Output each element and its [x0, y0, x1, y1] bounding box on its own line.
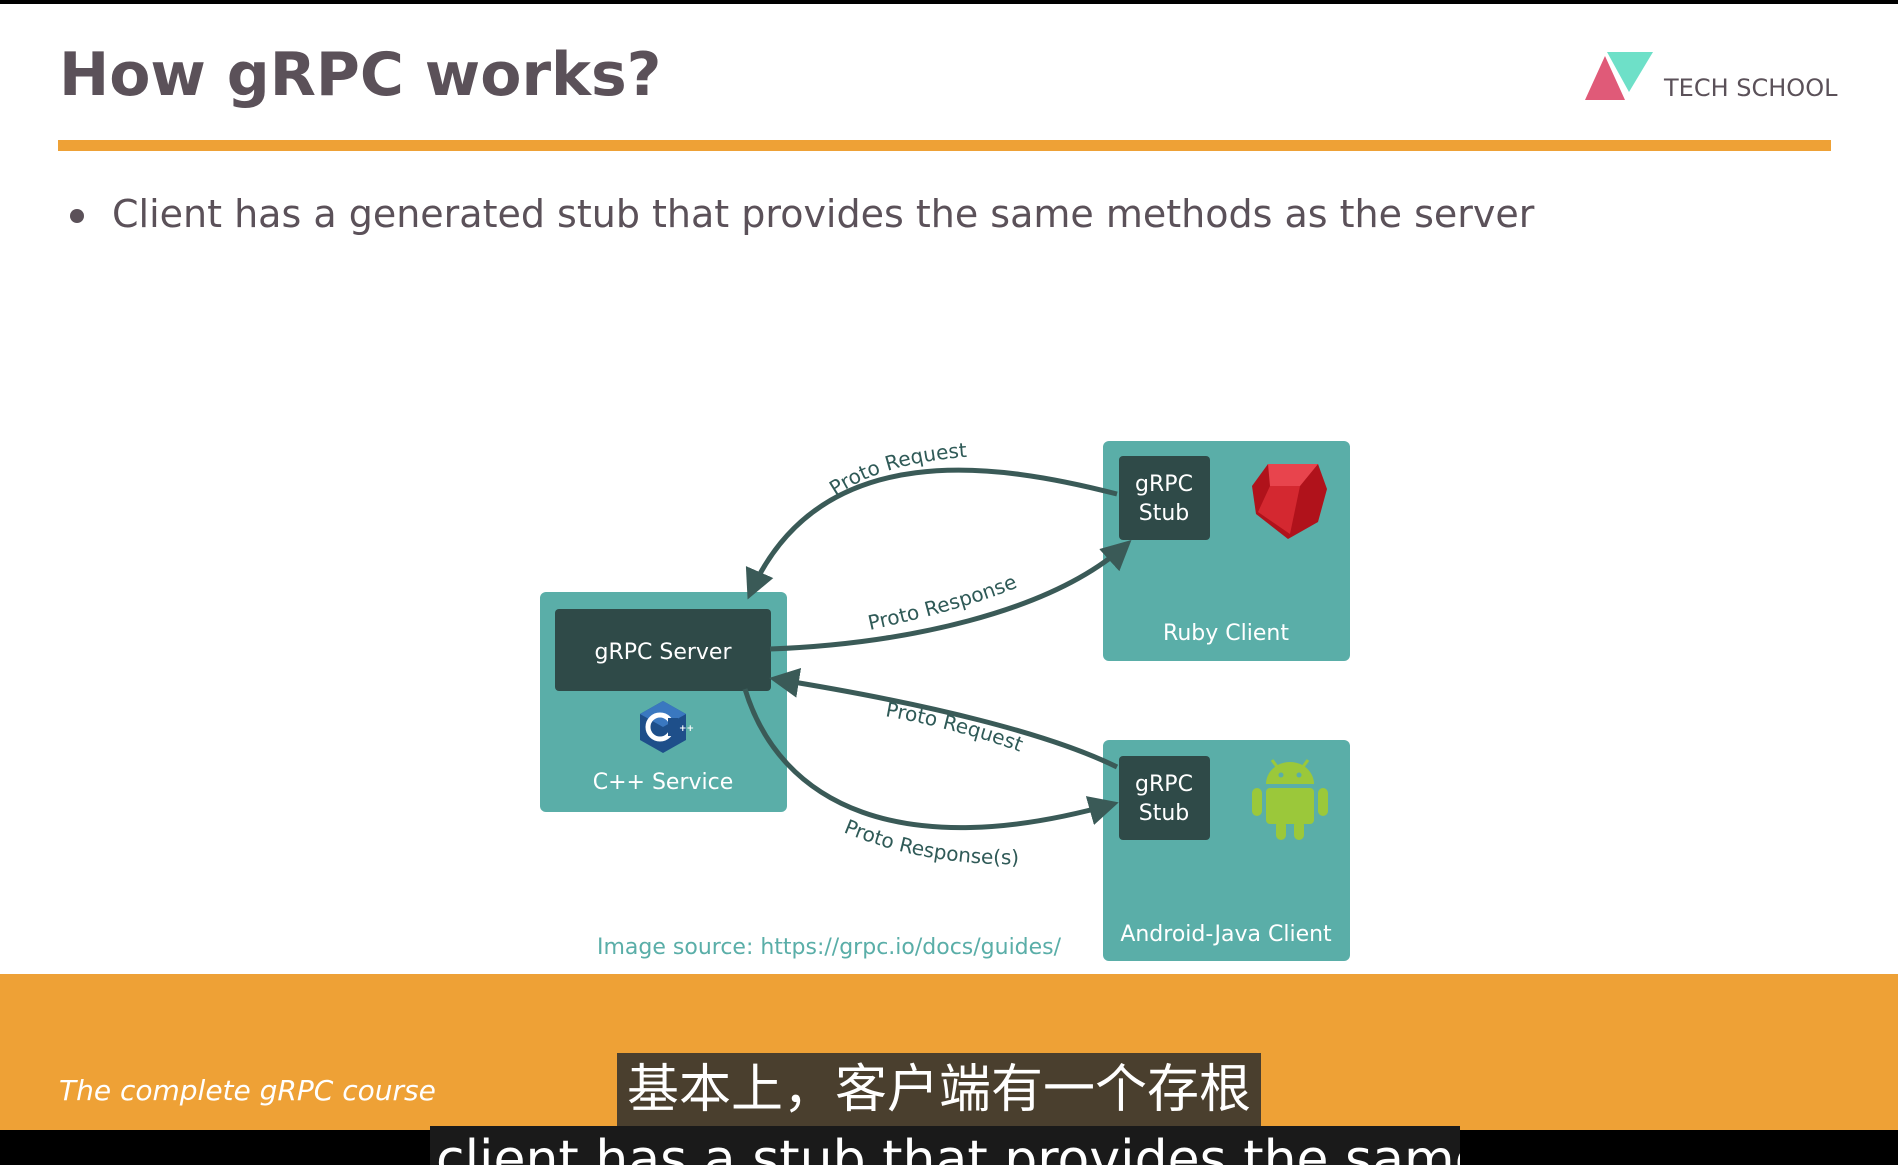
bullet-icon — [70, 209, 84, 223]
cpp-icon: ++ — [640, 701, 694, 753]
tech-school-logo: TECH SCHOOL — [1583, 48, 1843, 108]
ruby-icon — [1252, 464, 1327, 539]
ruby-stub-label-2: Stub — [1139, 501, 1190, 526]
subtitle-english: client has a stub that provides the same — [436, 1130, 1460, 1165]
android-stub-box — [1119, 756, 1210, 840]
image-source: Image source: https://grpc.io/docs/guide… — [597, 935, 1062, 960]
grpc-server-label: gRPC Server — [594, 640, 732, 665]
android-request-label: Proto Request — [884, 697, 1027, 756]
bullet-text: Client has a generated stub that provide… — [112, 192, 1535, 236]
ruby-client-label: Ruby Client — [1163, 621, 1289, 646]
logo-text: TECH SCHOOL — [1664, 74, 1838, 102]
tech-school-logo-icon — [1585, 52, 1653, 100]
subtitle-chinese: 基本上，客户端有一个存根 — [617, 1053, 1262, 1127]
grpc-diagram: gRPC Server ++ C++ Service gRPC Stub Rub… — [540, 438, 1350, 961]
slide: How gRPC works? TECH SCHOOL Client has a… — [0, 4, 1898, 1130]
android-response-label: Proto Response(s) — [841, 814, 1019, 869]
slide-title: How gRPC works? — [59, 40, 662, 110]
android-stub-label-2: Stub — [1139, 801, 1190, 826]
android-stub-label-1: gRPC — [1135, 772, 1193, 797]
svg-text:++: ++ — [679, 724, 694, 734]
course-name: The complete gRPC course — [59, 1074, 436, 1107]
ruby-request-arrow — [750, 470, 1117, 594]
grpc-server-box — [555, 609, 771, 691]
title-underline — [58, 140, 1831, 151]
android-client-label: Android-Java Client — [1120, 922, 1332, 947]
android-icon — [1252, 759, 1328, 840]
subtitle-english-box: client has a stub that provides the same — [430, 1126, 1460, 1165]
cpp-service-label: C++ Service — [593, 770, 734, 795]
ruby-stub-box — [1119, 456, 1210, 540]
ruby-stub-label-1: gRPC — [1135, 472, 1193, 497]
